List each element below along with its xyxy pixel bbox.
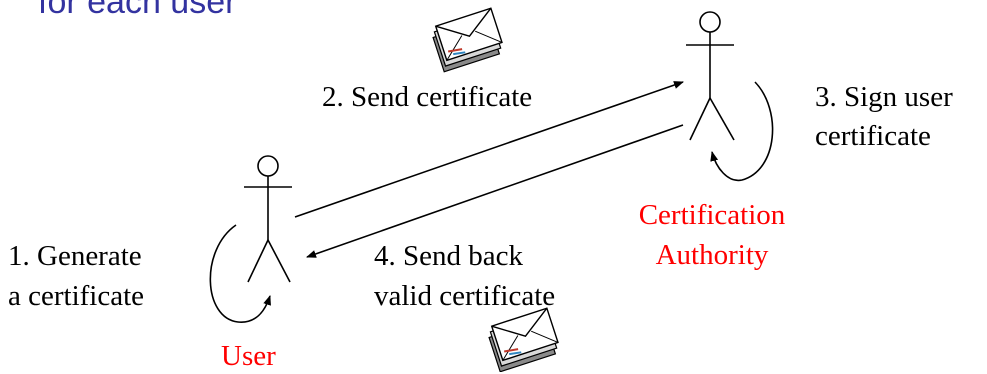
send-back-arrow bbox=[306, 124, 684, 258]
slide-heading-fragment: for each user bbox=[38, 0, 237, 21]
step3-label-line1: 3. Sign user bbox=[815, 81, 953, 113]
step4-label-line2: valid certificate bbox=[374, 280, 556, 312]
sign-loop-arrow bbox=[710, 81, 774, 182]
ca-role-label-line2: Authority bbox=[655, 239, 769, 271]
send-certificate-arrow bbox=[294, 81, 684, 218]
step3-label-line2: certificate bbox=[815, 120, 931, 152]
ca-role-label-line1: Certification bbox=[638, 199, 786, 231]
step1-label-line2: a certificate bbox=[8, 280, 145, 312]
user-stick-figure bbox=[244, 155, 292, 283]
step1-label-line1: 1. Generate bbox=[8, 240, 142, 272]
envelope-stack-icon bbox=[432, 7, 503, 73]
step4-label-line1: 4. Send back bbox=[374, 240, 523, 272]
generate-loop-arrow bbox=[209, 224, 271, 323]
envelope-stack-icon bbox=[488, 307, 559, 372]
step2-label: 2. Send certificate bbox=[322, 81, 533, 113]
user-role-label: User bbox=[221, 340, 276, 372]
ca-stick-figure bbox=[686, 11, 735, 141]
